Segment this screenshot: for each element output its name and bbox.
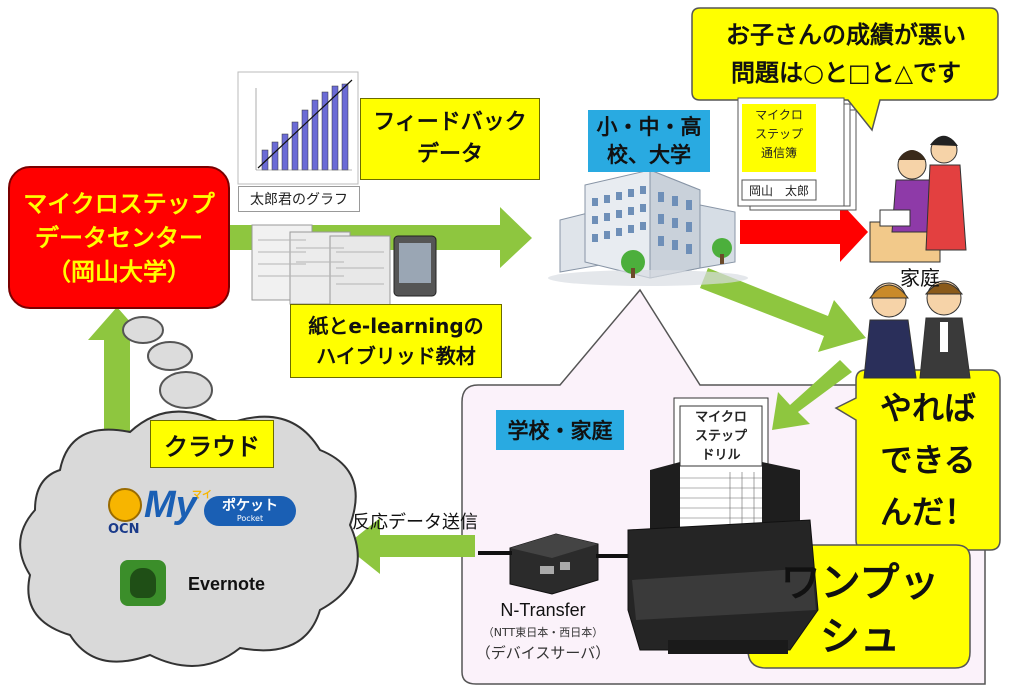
mai-text: マイ: [192, 490, 212, 501]
family-illustration: [869, 135, 967, 263]
school-line2: 校、大学: [607, 143, 691, 167]
evernote-icon: [120, 560, 166, 606]
report-yellow-panel: [742, 104, 816, 172]
cloud-label: クラウド: [150, 420, 274, 468]
datacenter-line1: マイクロステップ: [23, 189, 215, 218]
speech-top-line2: 問題は○と□と△です: [730, 59, 962, 87]
scanner-device: [627, 397, 819, 654]
speech-top-text: お子さんの成績が悪い 問題は○と□と△です: [700, 16, 992, 92]
arrow-to-datacenter: [88, 307, 146, 440]
school-building: [548, 169, 748, 286]
pocket-text: ポケット: [222, 498, 278, 514]
thought-bubble-medium: [147, 341, 193, 371]
evernote-text: Evernote: [188, 574, 266, 594]
ntransfer-name: N-Transfer: [500, 600, 586, 620]
pocket-badge: ポケット Pocket: [204, 496, 296, 526]
datacenter-line3: （岡山大学）: [47, 257, 191, 286]
one-push-text: ワンプッ シュ: [750, 556, 970, 664]
datacenter-box: マイクロステップ データセンター （岡山大学）: [8, 166, 230, 309]
school-label: 小・中・高 校、大学: [588, 110, 710, 172]
my-text: My: [144, 484, 197, 526]
ntransfer-sub2: （デバイスサーバ）: [475, 644, 611, 662]
cloud-shape: [19, 410, 359, 667]
feedback-box: フィードバック データ: [360, 98, 540, 180]
home-label: 家庭: [900, 266, 940, 290]
drill-line1: マイクロ: [695, 410, 747, 425]
drill-text: マイクロ ステップ ドリル: [680, 408, 762, 465]
speech-right-line2: できる: [880, 441, 976, 479]
pocket-sub: Pocket: [236, 514, 264, 523]
ntransfer-sub1: （NTT東日本・西日本）: [482, 626, 604, 639]
one-push-line2: シュ: [820, 614, 900, 660]
materials-line2: ハイブリッド教材: [316, 344, 476, 368]
materials-line1: 紙とe-learningの: [308, 314, 484, 338]
arrow-to-drill: [772, 360, 852, 430]
report-name: 岡山 太郎: [748, 184, 809, 198]
report-line1: マイクロ: [755, 108, 803, 122]
drill-line3: ドリル: [701, 448, 741, 463]
one-push-line1: ワンプッ: [780, 560, 940, 606]
thought-bubble-small: [122, 316, 164, 344]
speech-right-text: やれば できる んだ！: [858, 382, 998, 538]
report-name-box: [741, 179, 817, 201]
arrow-to-family: [700, 268, 866, 352]
report-line2: ステップ: [754, 127, 803, 141]
n-transfer-device: [478, 533, 632, 595]
speech-right-line3: んだ！: [879, 493, 976, 531]
school-line1: 小・中・高: [596, 115, 702, 139]
feedback-line1: フィードバック: [373, 110, 527, 135]
speech-top-line1: お子さんの成績が悪い: [726, 21, 966, 49]
drill-line2: ステップ: [694, 429, 747, 444]
ocn-text: OCN: [108, 522, 140, 537]
feedback-line2: データ: [416, 142, 483, 167]
school-home-label: 学校・家庭: [496, 410, 624, 450]
thought-bubble-large: [159, 371, 213, 409]
graph-trendline: [257, 79, 353, 169]
materials-box: 紙とe-learningの ハイブリッド教材: [290, 304, 502, 378]
arrow-red: [740, 202, 868, 262]
arrow-response: [345, 518, 475, 574]
worksheet-3: [329, 235, 391, 309]
response-label: 反応データ送信: [352, 512, 478, 533]
graph-caption: 太郎君のグラフ: [238, 186, 360, 212]
mypocket-logo: OCN My マイ ポケット Pocket: [108, 484, 298, 538]
ocn-mascot-icon: [108, 488, 142, 522]
speech-right-line1: やれば: [879, 389, 976, 427]
report-line3: 通信簿: [760, 146, 797, 160]
report-text: マイクロ ステップ 通信簿: [742, 106, 816, 163]
students-illustration: [863, 280, 971, 379]
datacenter-line2: データセンター: [35, 223, 203, 252]
